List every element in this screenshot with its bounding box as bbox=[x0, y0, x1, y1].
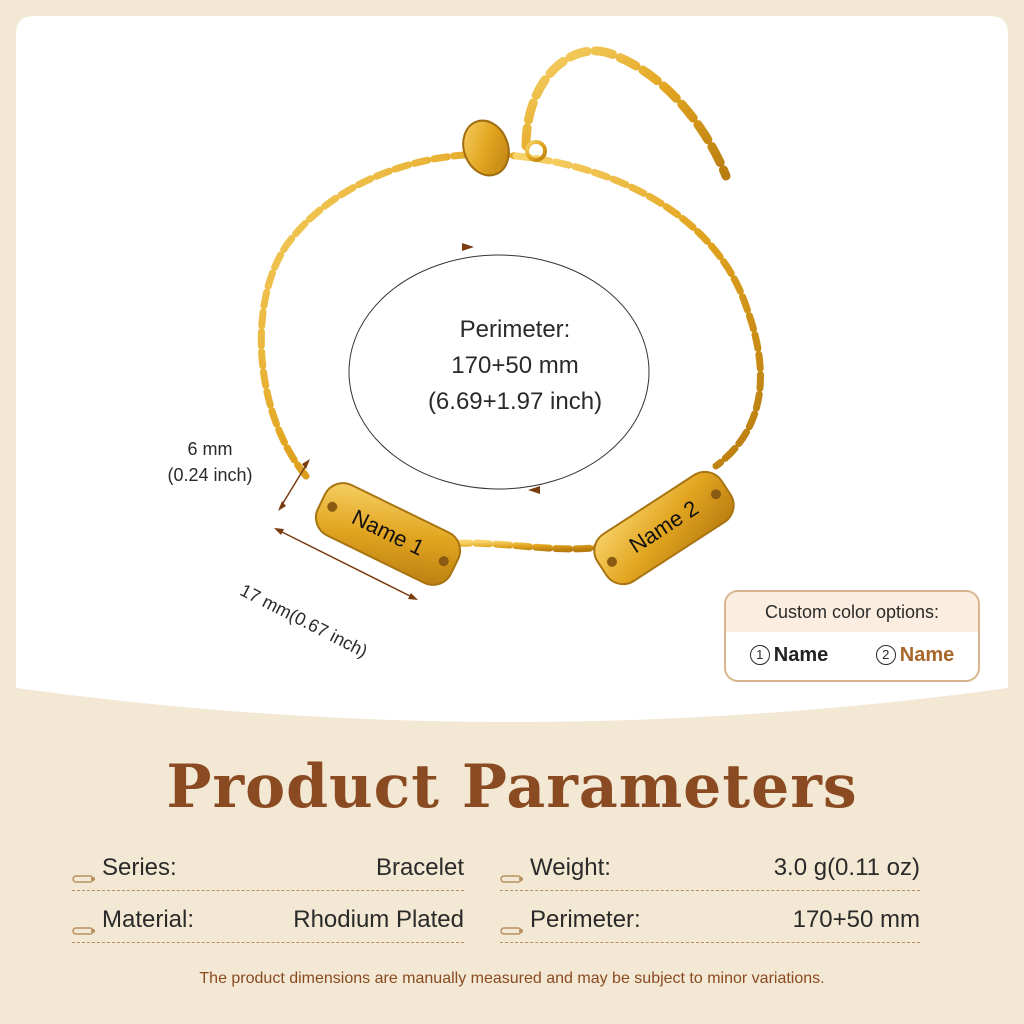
length-dimension-line bbox=[277, 529, 415, 599]
color-option-2: 2 Name bbox=[875, 643, 955, 667]
chain-left bbox=[257, 150, 520, 480]
param-label: Weight: bbox=[530, 854, 611, 881]
param-label: Material: bbox=[102, 906, 195, 933]
param-row-perimeter: Perimeter: 170+50 mm bbox=[500, 898, 920, 943]
pin-icon bbox=[500, 863, 524, 883]
product-image-panel: Name 1 Name 2 bbox=[16, 16, 1008, 776]
perimeter-label: Perimeter: bbox=[459, 316, 571, 343]
perimeter-circle bbox=[348, 254, 650, 490]
param-value: Rhodium Plated bbox=[293, 906, 464, 933]
param-value: 3.0 g(0.11 oz) bbox=[773, 854, 920, 881]
chain-right bbox=[512, 152, 764, 470]
param-row-material: Material: Rhodium Plated bbox=[72, 898, 464, 943]
tag-height-annotation: 6 mm (0.24 inch) bbox=[150, 436, 270, 488]
option-1-number-icon: 1 bbox=[749, 645, 770, 665]
tag-height-inch: (0.24 inch) bbox=[167, 465, 253, 485]
tag-height-mm: 6 mm bbox=[187, 439, 233, 459]
extender-chain bbox=[521, 46, 731, 181]
color-options-header: Custom color options: bbox=[726, 592, 978, 632]
height-dimension-line bbox=[279, 461, 309, 509]
option-2-label: Name bbox=[899, 643, 955, 666]
name-tag-1 bbox=[314, 482, 462, 586]
param-value: Bracelet bbox=[375, 854, 464, 881]
name-tag-2 bbox=[593, 470, 735, 586]
option-2-number-icon: 2 bbox=[875, 645, 896, 665]
page-title: Product Parameters bbox=[166, 752, 858, 822]
param-row-weight: Weight: 3.0 g(0.11 oz) bbox=[500, 846, 920, 891]
white-card-background bbox=[16, 16, 1008, 722]
perimeter-inch: (6.69+1.97 inch) bbox=[427, 388, 603, 415]
pin-icon bbox=[72, 863, 96, 883]
pin-icon bbox=[72, 915, 96, 935]
param-row-series: Series: Bracelet bbox=[72, 846, 464, 891]
arrow-head-bottom bbox=[528, 486, 540, 494]
color-option-1: 1 Name bbox=[749, 643, 829, 667]
bracelet-illustration bbox=[16, 16, 1008, 722]
perimeter-mm: 170+50 mm bbox=[451, 352, 579, 379]
param-label: Series: bbox=[102, 854, 177, 881]
param-value: 170+50 mm bbox=[792, 906, 920, 933]
lobster-clasp bbox=[462, 119, 510, 177]
measurement-disclaimer: The product dimensions are manually meas… bbox=[199, 970, 825, 987]
param-label: Perimeter: bbox=[530, 906, 641, 933]
arrow-head-top bbox=[462, 243, 474, 251]
option-1-label: Name bbox=[773, 643, 829, 666]
custom-color-options-box: Custom color options: 1 Name 2 Name bbox=[724, 590, 980, 682]
perimeter-annotation: Perimeter: 170+50 mm (6.69+1.97 inch) bbox=[390, 312, 640, 420]
pin-icon bbox=[500, 915, 524, 935]
